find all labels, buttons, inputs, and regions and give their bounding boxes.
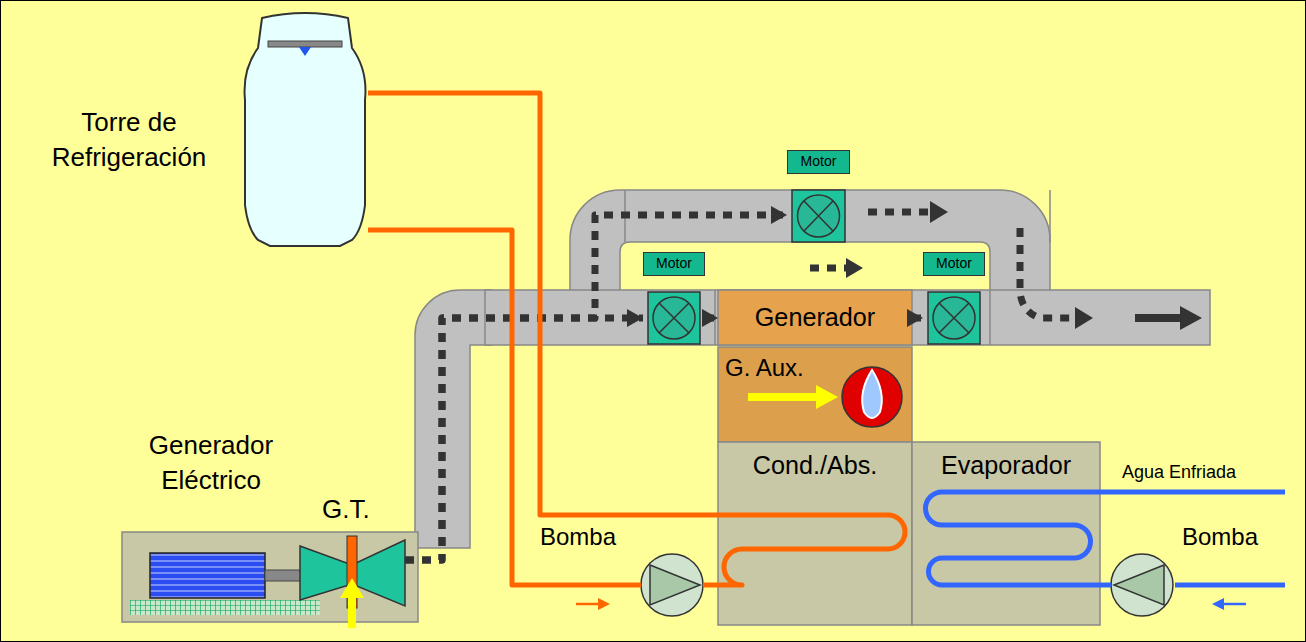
- fuel-arrow: [348, 596, 356, 628]
- pump: [641, 554, 703, 616]
- damper: [928, 292, 980, 344]
- electric-generator: [150, 553, 265, 598]
- node-label: Bomba: [1182, 521, 1274, 553]
- damper-motor: Motor: [787, 150, 850, 242]
- node-label: Torre de Refrigeración: [23, 105, 235, 175]
- condenser-coil: [718, 515, 905, 585]
- node-label: Cond./Abs.: [718, 450, 912, 482]
- flow-arrow: [1020, 228, 1075, 318]
- evaporator-box: [912, 442, 1100, 625]
- pump-casing: [641, 554, 703, 616]
- flow-arrow: [576, 603, 598, 606]
- damper-cross: [804, 201, 833, 231]
- control-panel: [130, 600, 320, 615]
- turbine-set: [122, 532, 418, 628]
- evaporator-box: Evaporador: [912, 442, 1100, 625]
- damper-disc: [933, 297, 975, 339]
- damper-disc: [798, 195, 840, 237]
- flow-arrow: [868, 209, 930, 216]
- base-box: [122, 532, 418, 622]
- damper-motor: Motor: [923, 252, 985, 344]
- cooling-tower: [245, 13, 366, 246]
- motor-label: Motor: [923, 252, 985, 276]
- generator-box: [718, 290, 912, 345]
- node-label: Evaporador: [912, 450, 1100, 481]
- pump: [1111, 554, 1173, 616]
- spray-header: [268, 41, 342, 47]
- water-pipe: [368, 93, 718, 515]
- generator-box: Generador: [718, 290, 912, 345]
- duct-joints: [625, 190, 1050, 345]
- motor-label: Motor: [787, 150, 850, 174]
- arrow-head: [816, 385, 838, 409]
- node-label: Generador: [718, 290, 912, 345]
- motor-label: Motor: [643, 252, 705, 276]
- exhaust-arrow: [1135, 314, 1180, 322]
- absorber-box: [718, 442, 912, 625]
- cooling-tower: Torre de Refrigeración: [243, 15, 368, 246]
- gas-turbine: G.T.: [300, 540, 405, 606]
- pump: Bomba: [1111, 554, 1173, 616]
- evaporator-coil: [926, 492, 1285, 585]
- aux-generator-box: G. Aux.: [718, 347, 912, 442]
- damper-disc: [653, 297, 695, 339]
- flame: [862, 370, 882, 418]
- pump-casing: [1111, 554, 1173, 616]
- flow-arrow: [1224, 603, 1246, 606]
- gas-flow-arrow: [912, 315, 923, 322]
- bypass-duct: [570, 190, 1050, 292]
- damper-cross: [659, 303, 689, 333]
- damper: [648, 292, 700, 344]
- arrow-head: [340, 578, 364, 598]
- node-label: Generador Eléctrico: [126, 428, 296, 498]
- water-pipe: [368, 230, 641, 585]
- water-pipe: [703, 583, 718, 588]
- arrow-head: [846, 258, 863, 278]
- arrow-head: [1180, 306, 1202, 330]
- arrow-head: [598, 598, 610, 610]
- aux-generator-box: [718, 347, 912, 442]
- node-label: Bomba: [540, 521, 632, 553]
- pump: Bomba: [641, 554, 703, 616]
- arrow-head: [1075, 307, 1093, 329]
- damper-cross: [939, 303, 969, 333]
- node-label: G. Aux.: [725, 353, 804, 383]
- pump-impeller: [1114, 565, 1164, 605]
- node-label: G.T.: [322, 492, 402, 527]
- burner-circle: [842, 367, 902, 427]
- water-pipe: [1100, 583, 1111, 588]
- gas-flow-arrow: [405, 215, 787, 560]
- damper: [792, 190, 845, 242]
- fuel-arrow: [748, 393, 818, 401]
- flow-arrow: [810, 265, 846, 272]
- pump-impeller: [650, 565, 700, 605]
- shaft: [265, 570, 305, 581]
- tower-body: [245, 13, 366, 246]
- spray-drop: [299, 47, 311, 56]
- absorber-box: Cond./Abs.: [718, 442, 912, 625]
- fluid-label: Agua Enfriada: [1122, 462, 1236, 483]
- gas-flow-arrow: [705, 315, 718, 322]
- damper-motor: Motor: [643, 252, 705, 344]
- duct-elbow: [415, 290, 492, 548]
- chilled-water-return: [1175, 583, 1285, 588]
- arrow-head: [1212, 598, 1224, 610]
- arrow-head: [930, 201, 948, 223]
- turbine-base: Generador EléctricoG.T.: [122, 532, 418, 622]
